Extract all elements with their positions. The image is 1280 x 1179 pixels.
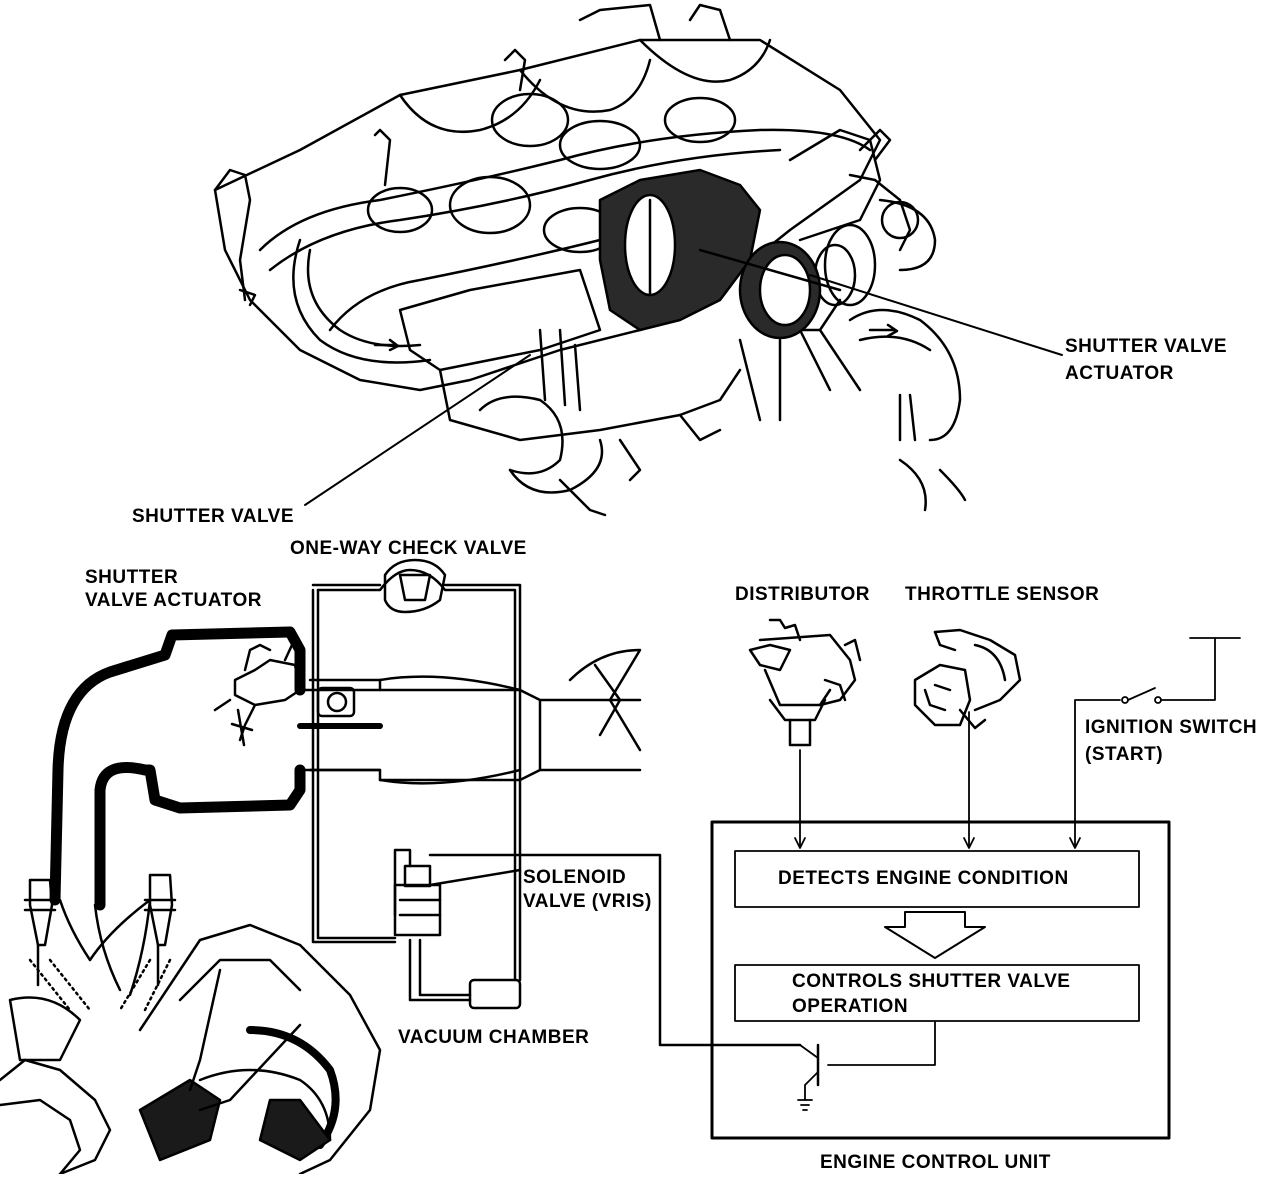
ecu-controls-box-text-1: CONTROLS SHUTTER VALVE bbox=[792, 971, 1071, 992]
throttle-sensor-drawing bbox=[913, 628, 1022, 730]
label-shutter-valve-actuator-top-1: SHUTTER VALVE bbox=[1065, 336, 1228, 357]
top-leader-lines bbox=[304, 274, 1063, 506]
ecu-controls-box-text-2: OPERATION bbox=[792, 996, 909, 1017]
label-ignition-switch-2: (START) bbox=[1085, 744, 1164, 765]
label-distributor: DISTRIBUTOR bbox=[735, 584, 870, 605]
ecu-detects-box-text: DETECTS ENGINE CONDITION bbox=[778, 868, 1069, 889]
ecu-box bbox=[710, 820, 1171, 1140]
intake-cross-section bbox=[0, 558, 802, 1176]
label-solenoid-valve-2: VALVE (VRIS) bbox=[523, 891, 652, 912]
label-shutter-valve: SHUTTER VALVE bbox=[132, 506, 295, 527]
label-shutter-valve-actuator-bottom-2: VALVE ACTUATOR bbox=[85, 590, 262, 611]
intake-manifold-illustration bbox=[213, 3, 967, 517]
label-shutter-valve-actuator-bottom-1: SHUTTER bbox=[85, 567, 179, 588]
sensor-signal-lines bbox=[794, 637, 1241, 849]
label-one-way-check-valve: ONE-WAY CHECK VALVE bbox=[290, 538, 527, 559]
distributor-drawing bbox=[748, 618, 862, 747]
label-engine-control-unit: ENGINE CONTROL UNIT bbox=[820, 1152, 1051, 1173]
label-shutter-valve-actuator-top-2: ACTUATOR bbox=[1065, 363, 1174, 384]
label-solenoid-valve-1: SOLENOID bbox=[523, 867, 627, 888]
label-throttle-sensor: THROTTLE SENSOR bbox=[905, 584, 1100, 605]
label-vacuum-chamber: VACUUM CHAMBER bbox=[398, 1027, 590, 1048]
label-ignition-switch-1: IGNITION SWITCH bbox=[1085, 717, 1258, 738]
